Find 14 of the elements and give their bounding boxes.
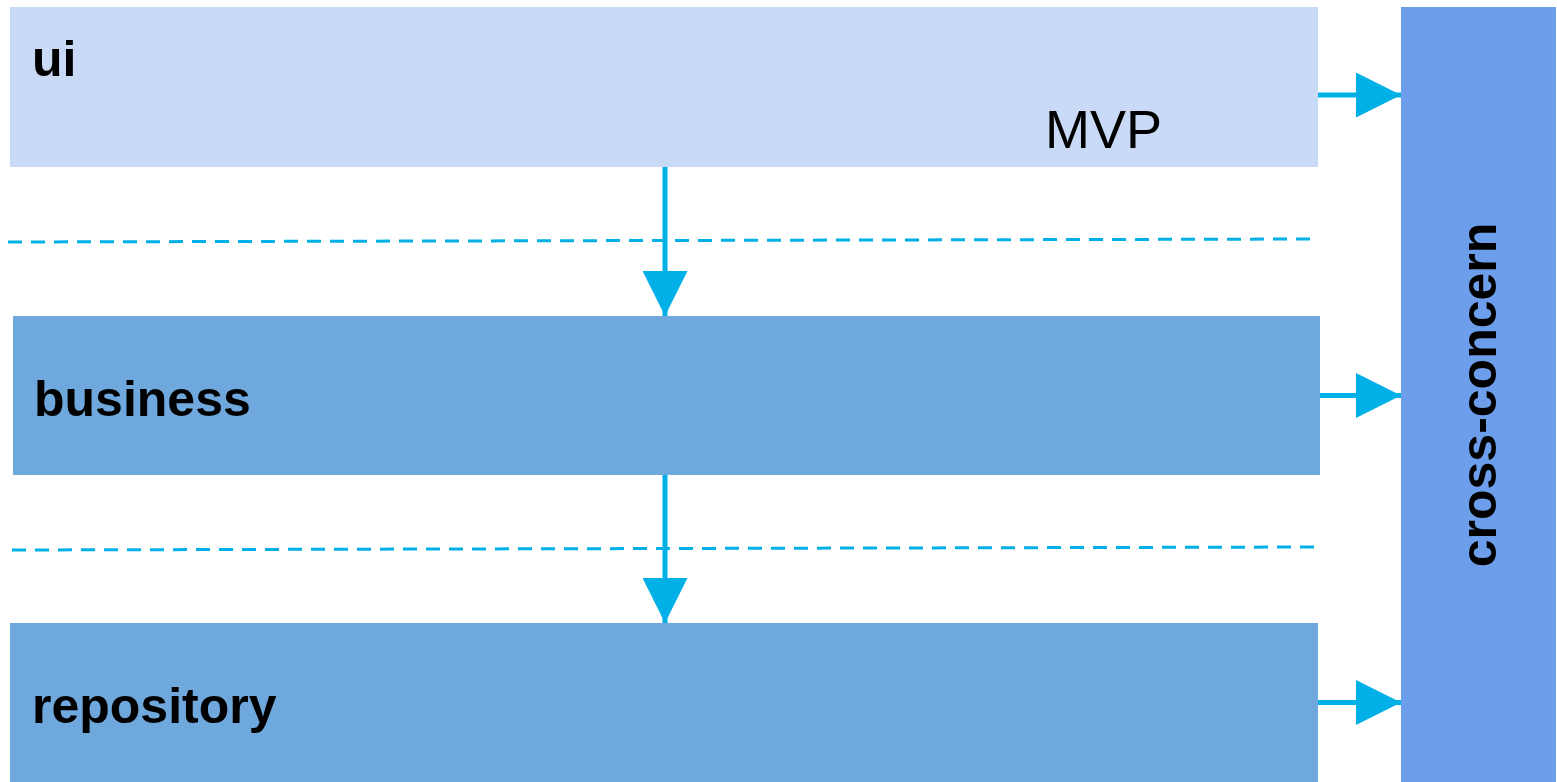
layer-title: repository <box>32 681 277 731</box>
arrow <box>1320 373 1401 418</box>
layer-box <box>10 623 1318 782</box>
layer-title: cross-concern <box>1453 222 1504 567</box>
arrow <box>1318 72 1401 118</box>
arrow <box>642 475 688 623</box>
layer-box <box>13 316 1320 475</box>
layer-box <box>10 7 1318 167</box>
cross-cutting-box <box>1401 7 1556 782</box>
layer-title: ui <box>32 34 77 84</box>
pattern-label: MVP <box>1045 102 1163 156</box>
arrow <box>642 167 688 316</box>
layer-title: business <box>34 374 251 424</box>
arrow <box>1318 680 1401 725</box>
